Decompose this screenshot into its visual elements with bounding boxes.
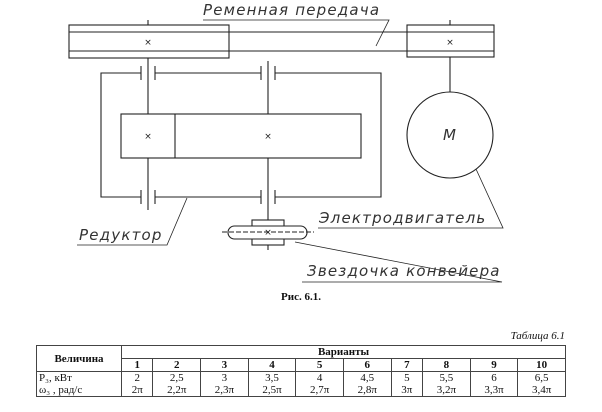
cell-value: 4	[295, 371, 344, 384]
variant-number: 9	[469, 358, 519, 372]
axis-mark: ×	[264, 132, 272, 142]
cell-value: 2	[120, 371, 154, 384]
axis-mark: ×	[446, 38, 454, 48]
kinematic-scheme: × × × × × Ременная передача Электродвига…	[68, 1, 504, 283]
cell-value: 3,5	[247, 371, 297, 384]
variant-number: 7	[390, 358, 424, 372]
row-label: P₃, кВт	[36, 371, 122, 384]
label-sprocket: Звездочка конвейера	[307, 262, 501, 280]
variant-number: 5	[295, 358, 344, 372]
cell-value: 2,5π	[247, 384, 297, 397]
cell-value: 3	[200, 371, 249, 384]
cell-value: 3π	[390, 384, 424, 397]
header-quantity: Величина	[36, 345, 122, 372]
variant-number: 6	[342, 358, 392, 372]
conveyor-sprocket	[222, 219, 314, 246]
header-variants: Варианты	[121, 345, 566, 359]
axis-mark: ×	[144, 132, 152, 142]
variant-number: 4	[247, 358, 297, 372]
cell-value: 3,4π	[517, 384, 566, 397]
label-motor: Электродвигатель	[318, 209, 486, 227]
cell-value: 2,3π	[200, 384, 249, 397]
cell-value: 3,3π	[469, 384, 519, 397]
variant-number: 3	[200, 358, 249, 372]
cell-value: 6,5	[517, 371, 566, 384]
belt-drive	[68, 20, 495, 59]
variant-number: 10	[517, 358, 566, 372]
variant-number: 1	[120, 358, 154, 372]
cell-value: 5	[390, 371, 424, 384]
axis-mark: ×	[144, 38, 152, 48]
row-label: ω₃ , рад/с	[36, 384, 122, 397]
cell-value: 2,5	[152, 371, 202, 384]
motor	[406, 91, 494, 179]
label-belt-drive: Ременная передача	[203, 1, 380, 19]
reducer-housing	[100, 66, 382, 204]
cell-value: 4,5	[342, 371, 392, 384]
cell-value: 2π	[120, 384, 154, 397]
variant-number: 2	[152, 358, 202, 372]
cell-value: 2,2π	[152, 384, 202, 397]
cell-value: 6	[469, 371, 519, 384]
axis-mark: ×	[264, 228, 272, 238]
cell-value: 5,5	[422, 371, 471, 384]
figure-caption: Рис. 6.1.	[281, 291, 321, 303]
table-caption: Таблица 6.1	[510, 330, 565, 342]
variant-number: 8	[422, 358, 471, 372]
cell-value: 2,7π	[295, 384, 344, 397]
label-reducer: Редуктор	[79, 226, 163, 244]
cell-value: 2,8π	[342, 384, 392, 397]
gear-pair	[120, 113, 362, 159]
motor-symbol: M	[443, 126, 457, 144]
cell-value: 3,2π	[422, 384, 471, 397]
